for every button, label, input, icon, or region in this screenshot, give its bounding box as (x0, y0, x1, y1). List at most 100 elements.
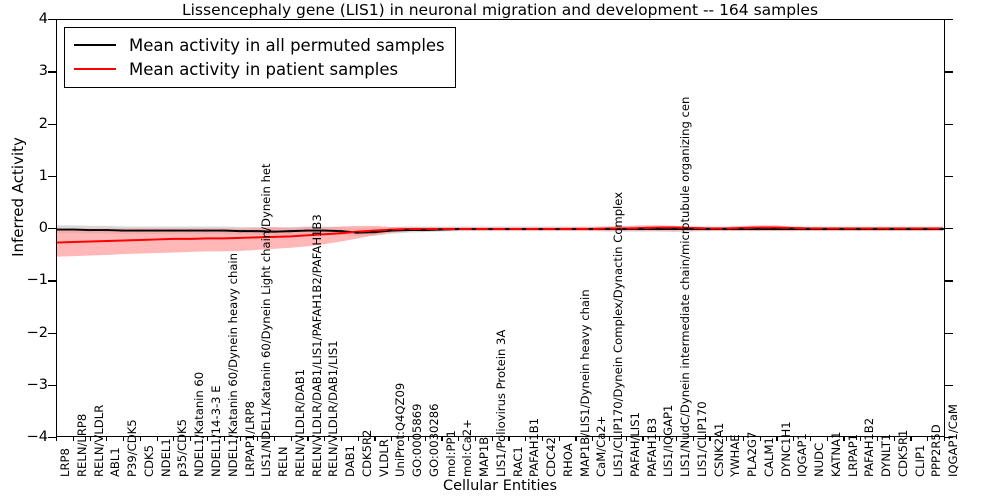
y-tick-mark-right (945, 280, 953, 282)
x-tick-mark (759, 437, 761, 441)
x-tick-mark (223, 437, 225, 441)
series-marker-permuted (689, 228, 694, 231)
series-marker-permuted (337, 230, 343, 233)
x-tick-label: LRPAP1 (845, 433, 860, 477)
x-tick-mark (508, 437, 510, 441)
x-tick-mark (424, 437, 426, 441)
legend-item-patient: Mean activity in patient samples (74, 57, 445, 81)
x-tick-mark (190, 437, 192, 441)
plot-area (56, 19, 945, 437)
series-marker-permuted (655, 228, 660, 231)
legend: Mean activity in all permuted samples Me… (64, 27, 456, 88)
x-tick-mark (525, 437, 527, 441)
y-axis-title: Inferred Activity (9, 137, 27, 257)
x-tick-label: P39/CDK5 (125, 419, 140, 477)
series-marker-permuted (538, 228, 543, 231)
series-marker-permuted (271, 230, 276, 233)
x-tick-mark (324, 437, 326, 441)
x-tick-label: NUDC (812, 442, 827, 477)
series-marker-permuted (839, 228, 844, 231)
x-tick-label: CALM1 (761, 437, 776, 477)
legend-label-permuted: Mean activity in all permuted samples (129, 35, 445, 55)
x-tick-label: YWHAE (728, 434, 743, 477)
series-marker-permuted (622, 228, 627, 231)
x-tick-label: ABL1 (108, 447, 123, 477)
series-marker-permuted (455, 228, 460, 231)
page-title: Lissencephaly gene (LIS1) in neuronal mi… (181, 1, 819, 19)
series-marker-permuted (204, 229, 209, 232)
x-tick-mark (374, 437, 376, 441)
legend-label-patient: Mean activity in patient samples (129, 59, 399, 79)
x-tick-label: PAFAH/LIS1 (627, 412, 642, 477)
x-tick-mark (441, 437, 443, 441)
x-tick-label: LRPAP1/LRP8 (242, 401, 257, 477)
y-tick-mark (48, 384, 56, 387)
series-line-patient (57, 226, 944, 244)
plot-svg (57, 225, 944, 257)
x-tick-mark (391, 437, 393, 441)
x-tick-label: CDK5 (141, 444, 156, 477)
y-tick-mark (48, 19, 56, 21)
series-marker-permuted (889, 228, 894, 231)
x-tick-mark (106, 437, 108, 441)
series-marker-permuted (722, 228, 727, 231)
x-tick-mark (642, 437, 644, 441)
x-tick-label: LRP8 (58, 448, 73, 477)
x-tick-mark (89, 437, 91, 441)
x-tick-mark (826, 437, 828, 441)
y-tick-mark-right (945, 437, 953, 439)
series-marker-permuted (120, 229, 125, 232)
x-tick-mark (72, 437, 74, 441)
legend-item-permuted: Mean activity in all permuted samples (74, 33, 445, 57)
series-marker-permuted (321, 229, 326, 232)
x-tick-mark (240, 437, 242, 441)
series-marker-permuted (287, 230, 293, 233)
x-tick-mark (273, 437, 275, 441)
x-tick-mark (776, 437, 778, 441)
x-tick-mark (290, 437, 292, 441)
x-tick-mark (692, 437, 694, 441)
y-tick-label: −3 (26, 376, 48, 393)
y-tick-mark (48, 437, 56, 439)
x-tick-mark (793, 437, 795, 441)
x-tick-label: RELN/VLDLR (91, 404, 106, 477)
x-tick-mark (558, 437, 560, 441)
x-tick-mark (123, 437, 125, 441)
y-tick-mark (48, 175, 56, 178)
x-tick-label: LIS1/Poliovirus Protein 3A (493, 329, 508, 477)
x-tick-label: PAFAH1B3 (644, 417, 659, 477)
series-marker-permuted (488, 228, 493, 231)
series-marker-permuted (304, 229, 309, 232)
x-tick-label: CSNK2A1 (711, 422, 726, 477)
x-tick-mark (709, 437, 711, 441)
x-tick-mark (474, 437, 477, 441)
y-tick-label: 1 (38, 167, 48, 184)
y-tick-label: −4 (26, 429, 48, 445)
x-tick-label: RELN/VLDLR/DAB1/LIS1/PAFAH1B2/PAFAH1B3 (309, 214, 324, 477)
x-tick-mark (592, 437, 594, 441)
x-tick-mark (608, 437, 611, 441)
series-marker-permuted (705, 228, 710, 231)
x-tick-label: LIS1/NDEL1/Katanin 60/Dynein Light chain… (259, 163, 274, 477)
series-marker-permuted (154, 229, 159, 232)
x-tick-label: GO:0005869 (410, 403, 425, 477)
x-tick-label: GO:0030286 (426, 403, 441, 477)
series-marker-permuted (438, 228, 443, 231)
y-tick-mark (48, 228, 56, 230)
x-tick-mark (173, 437, 175, 441)
x-tick-label: RELN/LRP8 (74, 413, 89, 477)
y-tick-mark-right (945, 228, 953, 230)
x-tick-mark (876, 437, 879, 441)
y-tick-mark-right (945, 175, 953, 178)
x-tick-mark (307, 437, 309, 441)
series-marker-permuted (170, 229, 176, 232)
series-marker-permuted (939, 228, 944, 231)
x-tick-mark (675, 437, 678, 441)
x-tick-mark (156, 437, 158, 441)
x-tick-label: RELN (276, 446, 290, 477)
x-tick-label: LIS1/NudC/Dynein intermediate chain/micr… (678, 96, 693, 477)
x-tick-mark (893, 437, 895, 441)
series-marker-permuted (672, 228, 677, 231)
